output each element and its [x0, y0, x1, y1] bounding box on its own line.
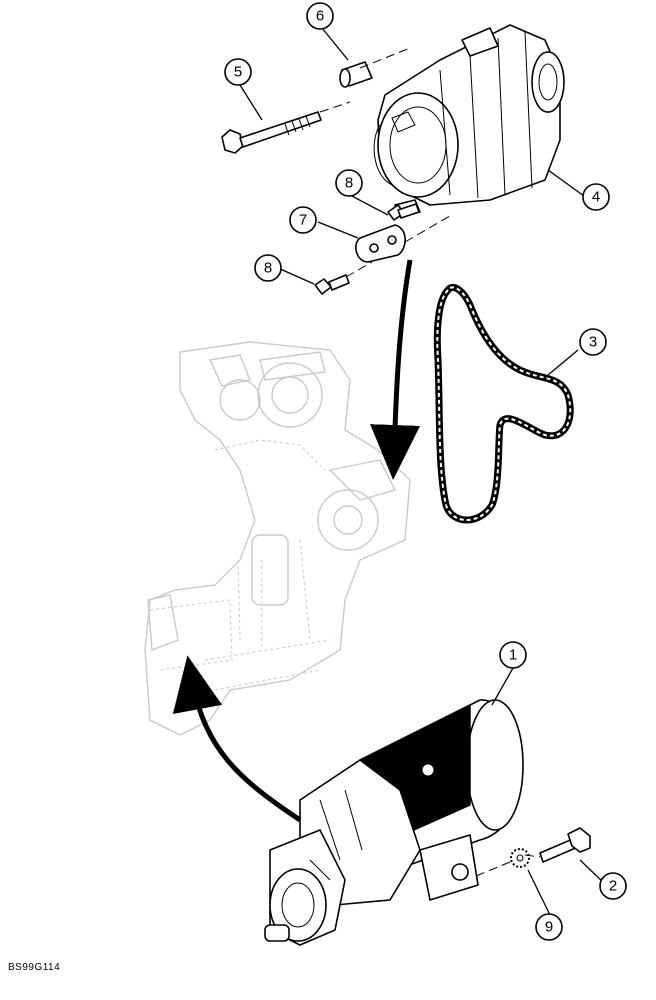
installation-arrows — [172, 259, 421, 823]
callout-6-label: 6 — [316, 8, 324, 25]
callout-4: 4 — [582, 183, 610, 211]
callout-2: 2 — [599, 872, 627, 900]
callout-2-label: 2 — [609, 878, 617, 895]
callout-8-lower-label: 8 — [264, 260, 272, 277]
alternator — [373, 24, 565, 218]
engine-block-ghost — [144, 341, 411, 736]
callout-6: 6 — [306, 2, 334, 30]
plate-bolt-upper — [387, 203, 420, 221]
starter-motor — [264, 699, 524, 946]
callout-leaders — [239, 27, 605, 916]
callout-8-upper-label: 8 — [345, 175, 353, 192]
starter-bolt — [539, 827, 591, 863]
callout-3-label: 3 — [589, 334, 597, 351]
callout-9-label: 9 — [545, 919, 553, 936]
callout-5: 5 — [224, 58, 252, 86]
figure-code: BS99G114 — [8, 962, 61, 973]
spacer — [339, 61, 373, 88]
callout-9: 9 — [535, 913, 563, 941]
callout-8-lower: 8 — [254, 254, 282, 282]
callout-7: 7 — [289, 206, 317, 234]
drive-belt — [433, 283, 574, 524]
callout-3: 3 — [579, 328, 607, 356]
callout-4-label: 4 — [592, 189, 600, 206]
assembly-lines — [319, 47, 541, 877]
callout-1: 1 — [499, 641, 527, 669]
plate-bolt-lower — [314, 274, 350, 295]
callout-1-label: 1 — [509, 647, 517, 664]
callout-5-label: 5 — [234, 64, 242, 81]
callout-7-label: 7 — [299, 212, 307, 229]
adjusting-plate — [355, 224, 406, 263]
alternator-pivot-bolt — [221, 111, 322, 154]
lock-washer — [510, 848, 530, 868]
callout-8-upper: 8 — [335, 169, 363, 197]
